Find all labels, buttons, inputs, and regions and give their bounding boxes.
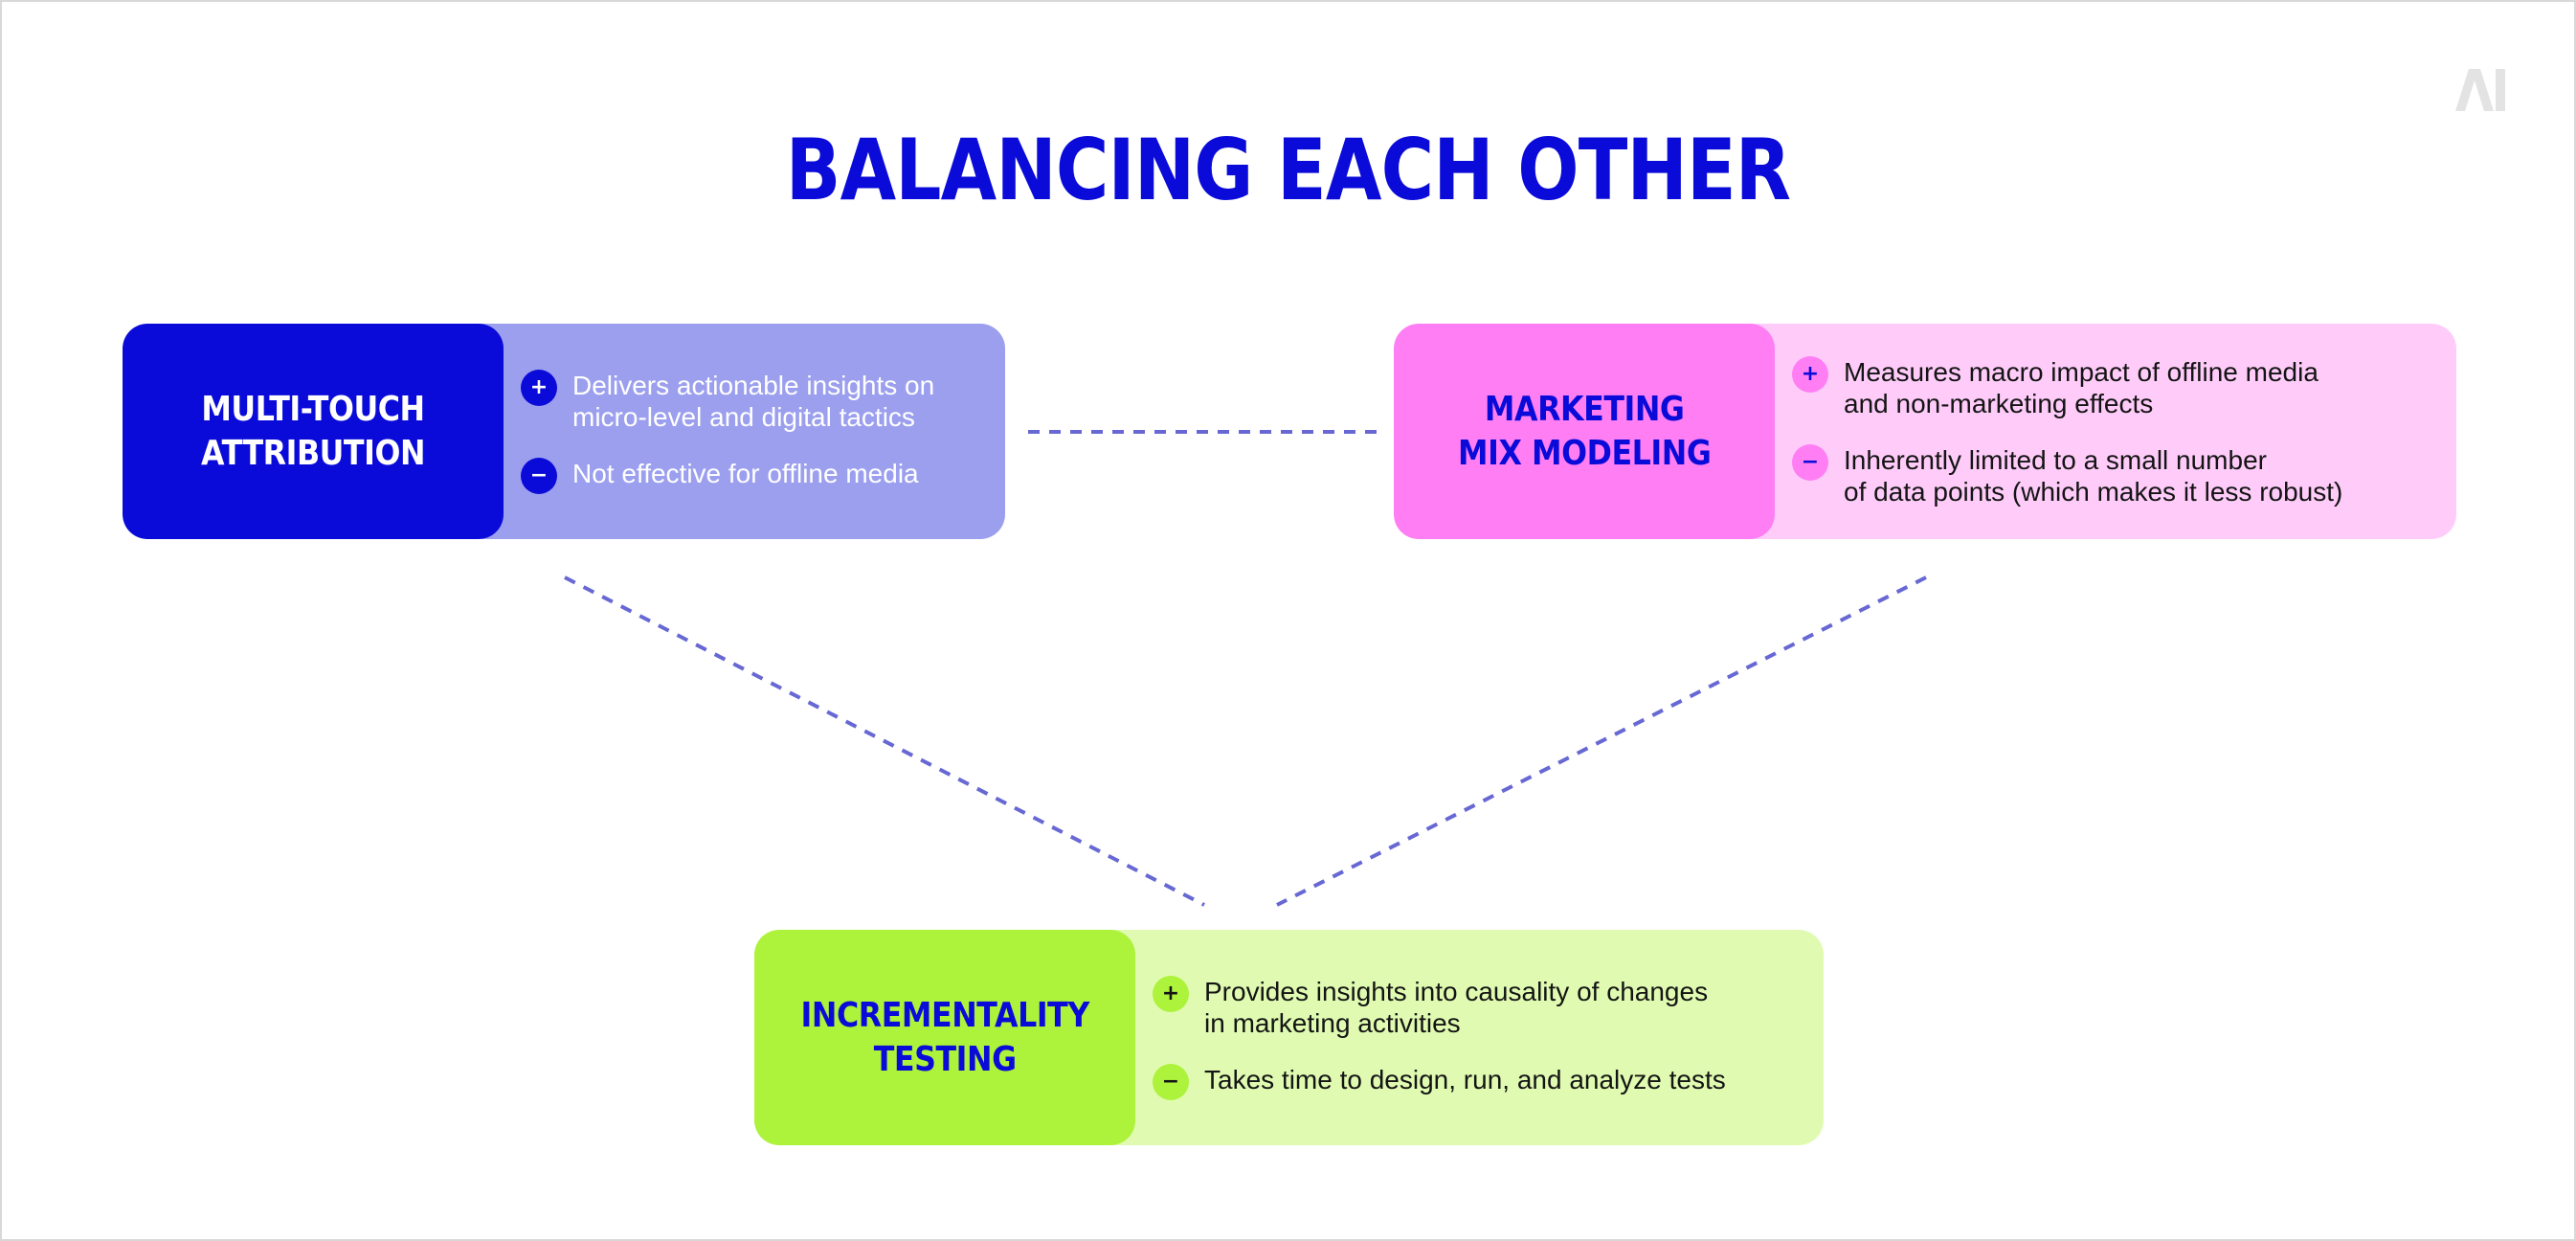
con-text: Takes time to design, run, and analyze t…	[1204, 1064, 1726, 1094]
connector-mmm-inc	[1276, 575, 1927, 907]
method-card-multi-touch-attribution: MULTI-TOUCH ATTRIBUTION + Delivers actio…	[123, 324, 1005, 539]
minus-icon: −	[521, 457, 557, 494]
con-text: Inherently limited to a small number of …	[1844, 444, 2343, 507]
method-label-box: MARKETING MIX MODELING	[1394, 324, 1775, 539]
connector-mta-inc	[564, 575, 1205, 907]
pro-text: Measures macro impact of offline media a…	[1844, 356, 2318, 418]
method-card-incrementality-testing: INCREMENTALITY TESTING + Provides insigh…	[754, 930, 1824, 1145]
method-points: + Delivers actionable insights on micro-…	[504, 324, 1005, 539]
minus-icon: −	[1792, 443, 1828, 481]
method-label: MULTI-TOUCH ATTRIBUTION	[200, 389, 426, 473]
con-item: − Takes time to design, run, and analyze…	[1153, 1063, 1804, 1100]
method-label-box: INCREMENTALITY TESTING	[754, 930, 1135, 1145]
method-card-marketing-mix-modeling: MARKETING MIX MODELING + Measures macro …	[1394, 324, 2456, 539]
plus-icon: +	[521, 369, 557, 406]
plus-icon: +	[1792, 355, 1828, 393]
con-item: − Not effective for offline media	[521, 457, 986, 494]
method-label-box: MULTI-TOUCH ATTRIBUTION	[123, 324, 504, 539]
method-label: INCREMENTALITY TESTING	[800, 995, 1089, 1079]
pro-item: + Delivers actionable insights on micro-…	[521, 369, 986, 433]
pro-item: + Provides insights into causality of ch…	[1153, 975, 1804, 1039]
plus-icon: +	[1153, 975, 1189, 1012]
method-points: + Measures macro impact of offline media…	[1775, 324, 2456, 539]
pro-item: + Measures macro impact of offline media…	[1792, 355, 2437, 419]
method-label: MARKETING MIX MODELING	[1457, 389, 1712, 473]
pro-text: Delivers actionable insights on micro-le…	[572, 370, 935, 432]
con-item: − Inherently limited to a small number o…	[1792, 443, 2437, 508]
pro-text: Provides insights into causality of chan…	[1204, 976, 1709, 1038]
page-title: BALANCING EACH OTHER	[785, 121, 1791, 219]
method-points: + Provides insights into causality of ch…	[1135, 930, 1824, 1145]
con-text: Not effective for offline media	[572, 458, 919, 488]
minus-icon: −	[1153, 1063, 1189, 1100]
ai-logo-icon	[2455, 69, 2505, 111]
